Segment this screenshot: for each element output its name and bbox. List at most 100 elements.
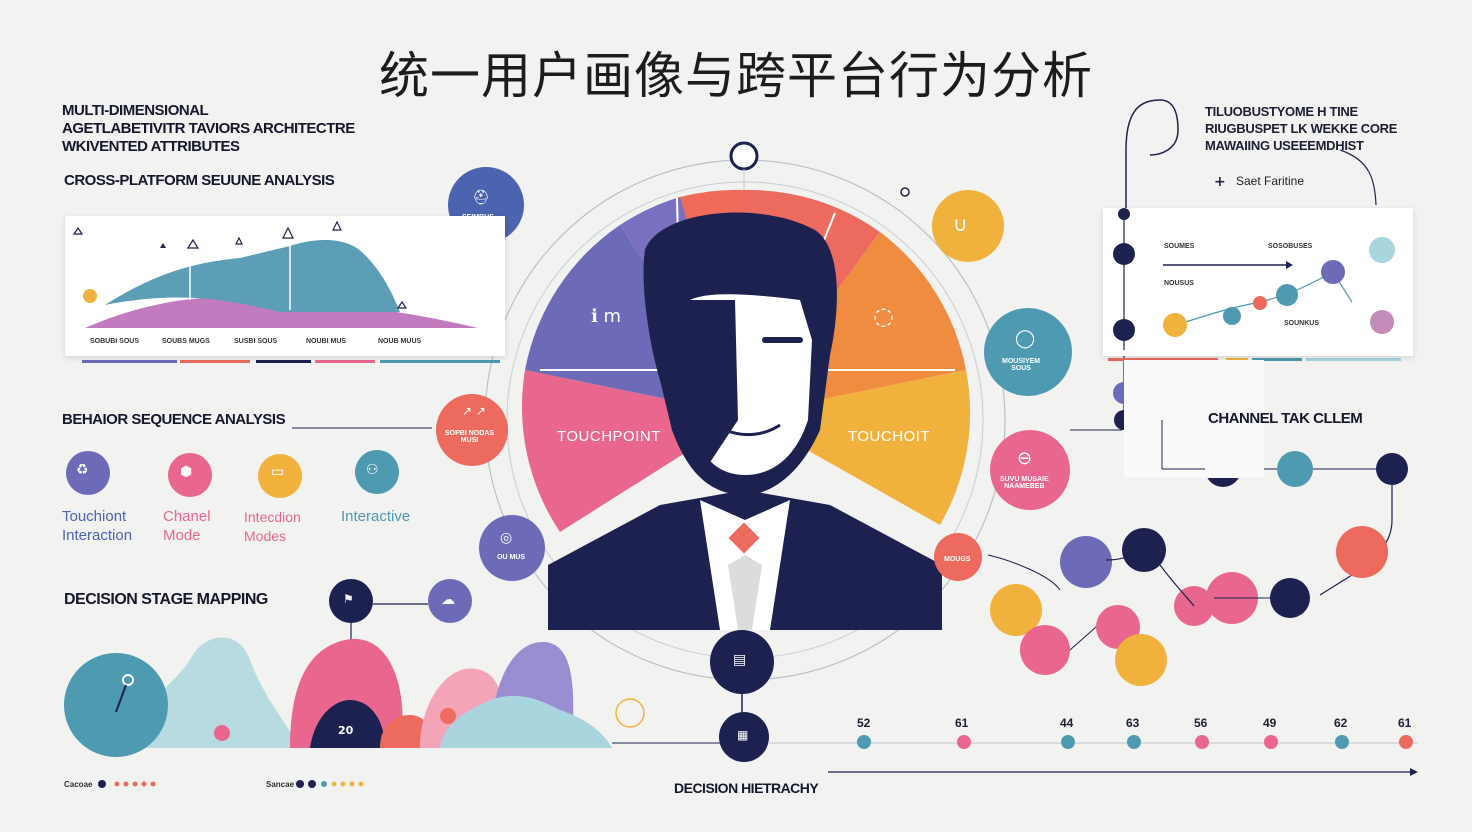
decision-icon: ⚑ [343, 592, 354, 606]
inbox-icon: ▭ [271, 464, 285, 480]
channel-node[interactable] [1060, 536, 1112, 588]
timeline-dot[interactable] [1195, 735, 1209, 749]
plus-icon[interactable]: + [1214, 174, 1226, 190]
right-card-colorbar [1108, 358, 1401, 361]
orbit-top-node [729, 141, 759, 171]
right-chart-label: SOUNKUS [1284, 320, 1320, 327]
touchpoint-label: Touchiont Interaction [62, 508, 133, 544]
multi-dimensional-line-3: WKIVENTED ATTRIBUTES [62, 138, 240, 155]
multi-dimensional-line-1: MULTI-DIMENSIONAL [62, 102, 209, 119]
recycle-icon: ♻ [76, 462, 89, 478]
node-right-top[interactable] [932, 190, 1004, 262]
decision-stage-heading: DECISION STAGE MAPPING [64, 591, 268, 608]
target-icon: ◎ [500, 530, 513, 546]
left-chart-colorbar [82, 360, 500, 363]
chart-label: NOUBI MUS [306, 338, 347, 345]
hierarchy-arrow-head [1410, 768, 1418, 776]
channel-node[interactable] [1115, 634, 1167, 686]
timeline-dot[interactable] [1399, 735, 1413, 749]
right-top-line-3: MAWAIING USEEEMDHIST [1205, 138, 1364, 153]
node-n2[interactable] [436, 394, 508, 466]
decision-node[interactable] [329, 579, 373, 623]
right-top-line-1: TILUOBUSTYOME H TINE [1205, 104, 1358, 119]
node-n6-label: MOUGS [944, 556, 971, 563]
device-icon: ⊖ [1017, 448, 1033, 469]
node-n3-label: OU MUS [497, 554, 525, 561]
timeline-dot[interactable] [1127, 735, 1141, 749]
multi-dimensional-line-2: AGETLABETIVITR TAVIORS ARCHITECTRE [62, 120, 355, 137]
node-n5-label: SUVU MUSAIE NAAMEBEB [1000, 476, 1049, 490]
orbit-small-node [900, 187, 910, 197]
touchpoint-left-label: TOUCHPOINT [557, 428, 661, 445]
right-chart-label: SOSOBUSES [1268, 243, 1313, 250]
gauge-icon: ◌ [873, 302, 894, 330]
node-hierarchy[interactable] [719, 712, 769, 762]
channel-node[interactable] [1020, 625, 1070, 675]
plus-label: Saet Faritine [1236, 174, 1305, 188]
timeline-number: 49 [1263, 716, 1277, 730]
timeline-number: 52 [857, 716, 871, 730]
share-icon: ↗ ↗ [462, 404, 486, 418]
legend-dots-a [98, 780, 156, 788]
right-chart-label: NOUSUS [1164, 280, 1194, 287]
channel-node[interactable] [1336, 526, 1388, 578]
channel-node[interactable] [990, 584, 1042, 636]
chart-label: SUSBI SOUS [234, 338, 278, 345]
right-chart-label: SOUMES [1164, 243, 1195, 250]
interaction-icon[interactable] [258, 454, 302, 498]
user-icon: ⛑ [472, 190, 490, 206]
channel-node[interactable] [1376, 453, 1408, 485]
right-subpanel [1124, 360, 1264, 478]
timeline-dot[interactable] [857, 735, 871, 749]
timeline-number: 63 [1126, 716, 1140, 730]
node-n4-label: MOUSIYEM SOUS [1002, 358, 1041, 372]
purple-segment-label: ℹ m [591, 306, 622, 327]
node-n3[interactable] [479, 515, 545, 581]
legend-b-label: Sancae [266, 780, 295, 789]
timeline-number: 44 [1060, 716, 1074, 730]
channel-heading: CHANNEL TAK CLLEM [1208, 410, 1363, 427]
decision-node-alt[interactable] [428, 579, 472, 623]
bubble-number: 20 [338, 724, 354, 737]
people-icon: ⚇ [366, 462, 379, 478]
cross-platform-heading: CROSS-PLATFORM SEUUNE ANALYSIS [64, 172, 335, 189]
right-hook-line [1125, 99, 1179, 210]
timeline-number: 56 [1194, 716, 1208, 730]
legend-dots-b [296, 780, 364, 788]
channel-icon[interactable] [168, 453, 212, 497]
node-n6[interactable] [934, 533, 982, 581]
interaction-label: Intecdion Modes [244, 509, 301, 544]
channel-node[interactable] [1270, 578, 1310, 618]
timeline-number: 62 [1334, 716, 1348, 730]
node-n2-label: SOPBI NODAS MUSI [445, 430, 495, 444]
timeline-dot[interactable] [1264, 735, 1278, 749]
touchpoint-icon[interactable] [66, 451, 110, 495]
interactive-icon[interactable] [355, 450, 399, 494]
cross-platform-chart-card [65, 216, 505, 356]
interactive-label: Interactive [341, 508, 411, 525]
chart-label: NOUB MUUS [378, 338, 422, 345]
right-top-line-2: RIUGBUSPET LK WEKKE CORE [1205, 121, 1398, 136]
touchpoint-right-label: TOUCHOIT [848, 428, 931, 445]
chart-label: SOUBS MUGS [162, 338, 210, 345]
behavior-heading: BEHAIOR SEQUENCE ANALYSIS [62, 411, 286, 428]
chart-label: SOBUBI SOUS [90, 338, 140, 345]
node-n1-label: SEIMBUS [462, 214, 494, 221]
timeline-number: 61 [1398, 716, 1412, 730]
timeline-dot[interactable] [957, 735, 971, 749]
page-title: 统一用户画像与跨平台行为分析 [379, 47, 1093, 105]
chat-icon: ◯ [1015, 328, 1036, 349]
channel-label: Chanel Mode [163, 508, 211, 544]
node-n5[interactable] [990, 430, 1070, 510]
cloud-icon: ☁ [441, 592, 455, 608]
right-chart-card [1103, 208, 1413, 356]
decision-hierarchy-heading: DECISION HIETRACHY [674, 780, 819, 796]
decision-landscape [64, 637, 645, 757]
cube-icon: ⬢ [180, 464, 193, 480]
timeline-dot[interactable] [1061, 735, 1075, 749]
node-n4[interactable] [984, 308, 1072, 396]
channel-node[interactable] [1277, 451, 1313, 487]
timeline-dot[interactable] [1335, 735, 1349, 749]
clipboard-icon: ▤ [733, 652, 747, 668]
